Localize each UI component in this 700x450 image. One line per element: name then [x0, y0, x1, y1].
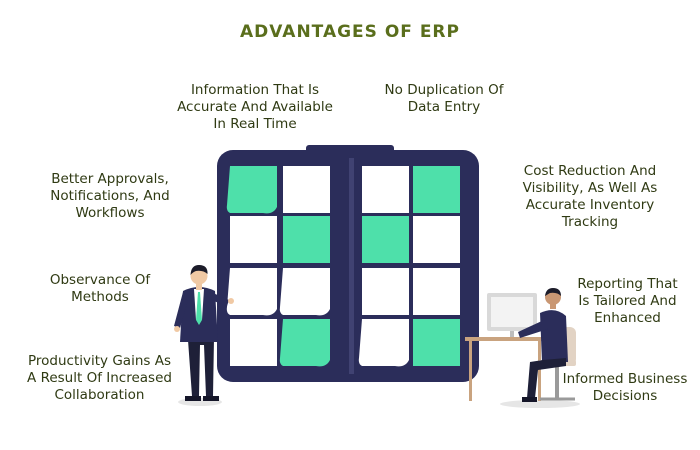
sticky-note	[279, 268, 330, 316]
advantage-line: Productivity Gains As	[28, 353, 171, 369]
advantage-line: Methods	[71, 289, 129, 305]
advantage-better-approvals: Better Approvals, Notifications, And Wor…	[30, 171, 190, 222]
advantage-line: Visibility, As Well As	[522, 180, 658, 196]
sticky-note	[358, 319, 409, 367]
advantage-line: Enhanced	[594, 310, 661, 326]
advantage-line: Accurate And Available	[177, 99, 333, 115]
advantage-line: Accurate Inventory	[525, 197, 655, 213]
advantage-line: Notifications, And	[50, 188, 170, 204]
sticky-note	[413, 216, 460, 263]
advantage-line: Is Tailored And	[578, 293, 677, 309]
kanban-board-illustration	[217, 145, 479, 382]
advantage-line: Information That Is	[190, 82, 320, 98]
sticky-note	[230, 216, 277, 263]
advantage-line: Cost Reduction And	[523, 163, 657, 179]
sticky-note	[226, 166, 277, 214]
sticky-note	[230, 319, 277, 366]
desk-worker-illustration	[465, 288, 580, 408]
advantage-line: Tracking	[561, 214, 619, 230]
sticky-note	[362, 216, 409, 263]
advantage-no-duplication: No Duplication Of Data Entry	[364, 82, 524, 116]
advantage-line: Data Entry	[407, 99, 481, 115]
advantage-line: In Real Time	[213, 116, 297, 132]
advantage-line: Workflows	[75, 205, 145, 221]
advantage-cost-reduction: Cost Reduction And Visibility, As Well A…	[500, 163, 680, 231]
advantage-line: Informed Business	[562, 371, 688, 387]
advantage-line: Reporting That	[577, 276, 678, 292]
sticky-note	[226, 268, 277, 316]
advantage-info-realtime: Information That Is Accurate And Availab…	[160, 82, 350, 133]
sticky-note	[279, 319, 330, 367]
advantage-line: Observance Of	[49, 272, 151, 288]
sticky-note	[283, 216, 330, 263]
advantage-line: A Result Of Increased	[27, 370, 172, 386]
advantage-line: No Duplication Of	[384, 82, 504, 98]
advantage-informed-decisions: Informed Business Decisions	[555, 371, 695, 405]
businessman-pointing-illustration	[174, 265, 234, 406]
sticky-note	[283, 166, 330, 213]
sticky-note	[413, 166, 460, 213]
sticky-note	[362, 268, 409, 315]
sticky-note	[413, 319, 460, 366]
advantage-line: Better Approvals,	[51, 171, 169, 187]
page-title: ADVANTAGES OF ERP	[240, 22, 460, 42]
sticky-note	[362, 166, 409, 213]
sticky-note	[413, 268, 460, 315]
advantage-observance: Observance Of Methods	[25, 272, 175, 306]
advantage-reporting: Reporting That Is Tailored And Enhanced	[560, 276, 695, 327]
advantage-productivity: Productivity Gains As A Result Of Increa…	[12, 353, 187, 404]
advantage-line: Decisions	[592, 388, 658, 404]
advantage-line: Collaboration	[54, 387, 145, 403]
